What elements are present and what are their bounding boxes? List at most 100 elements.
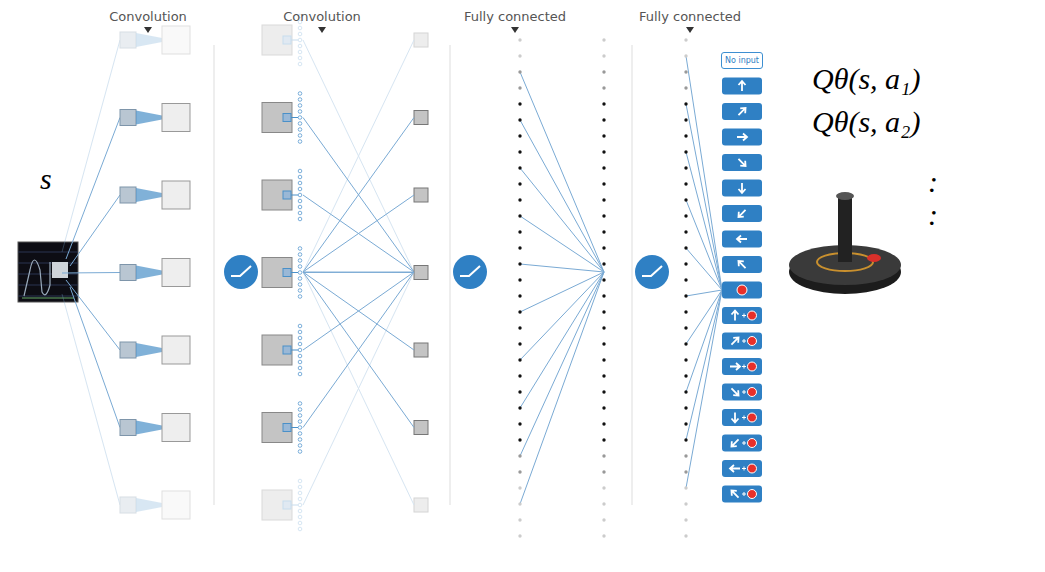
neuron-dot (684, 118, 687, 121)
button-label: No input (725, 56, 759, 65)
filter-stack (298, 247, 302, 251)
conv-row (66, 92, 428, 272)
filter-stack (298, 169, 302, 173)
layer-heading: Fully connected (464, 9, 566, 24)
neuron-dot (684, 454, 687, 457)
neuron-dot (518, 134, 521, 137)
filter-stack (298, 426, 302, 430)
projection-beam (136, 111, 162, 125)
arrow-icon (730, 465, 740, 472)
q-value: Qθ(s, a₂) (812, 105, 921, 139)
output-connection (686, 290, 722, 392)
relu-icon (224, 255, 258, 289)
filter-patch (283, 36, 291, 44)
feature-map (262, 258, 292, 288)
conv-row (62, 14, 428, 272)
filter-stack (298, 402, 302, 406)
arrow-icon (732, 311, 739, 321)
neuron-dot (684, 70, 687, 73)
action-button (722, 435, 762, 452)
arrow-icon (730, 363, 740, 370)
joystick-button (867, 254, 881, 262)
frame-grid (18, 263, 78, 264)
neuron-dot (518, 294, 521, 297)
neuron-dot (518, 518, 521, 521)
dense-connection (520, 272, 604, 504)
relu-curve (231, 266, 251, 276)
action-button: No input (721, 52, 763, 69)
neuron-dot (684, 86, 687, 89)
neuron-dot (684, 230, 687, 233)
neuron-dot (602, 230, 605, 233)
feature-map (162, 259, 190, 287)
plus-sign (742, 492, 746, 496)
neuron-dot (684, 134, 687, 137)
neuron-dot (684, 422, 687, 425)
projection-beam (291, 272, 298, 273)
feature-map (262, 25, 292, 55)
neuron-dot (518, 246, 521, 249)
filter-stack (298, 104, 302, 108)
input-connection (70, 195, 120, 266)
conv-connection (303, 272, 414, 350)
neuron-dot (602, 534, 605, 537)
relu-curve (460, 266, 480, 276)
neuron-dot (602, 166, 605, 169)
feature-map (414, 343, 428, 357)
filter-patch (283, 501, 291, 509)
filter-stack (298, 205, 302, 209)
input-connection (66, 118, 120, 260)
neuron-dot (602, 358, 605, 361)
relu-icon (635, 255, 669, 289)
filter-stack (298, 336, 302, 340)
dense-connection (520, 272, 604, 456)
output-connection (686, 290, 722, 440)
filter-stack (298, 372, 302, 376)
frame-ground (22, 298, 74, 299)
projection-beam (291, 117, 298, 118)
neuron-dot (518, 374, 521, 377)
output-connection (686, 56, 722, 290)
neuron-dot (602, 70, 605, 73)
conv-connection (303, 272, 414, 428)
arrow-icon (729, 335, 741, 347)
fire-dot (748, 362, 757, 371)
header-pointer (686, 27, 694, 33)
neuron-dot (518, 534, 521, 537)
plus-sign (742, 416, 746, 420)
action-button (722, 333, 762, 350)
frame-highlight (52, 262, 68, 278)
arrow-icon (732, 413, 739, 423)
neuron-dot (518, 198, 521, 201)
action-button (722, 154, 762, 171)
filter-stack (298, 44, 302, 48)
input-connection (70, 287, 120, 428)
action-button (722, 180, 762, 197)
frame-grid (18, 274, 78, 275)
filter-stack (298, 485, 302, 489)
action-button (722, 384, 762, 401)
conv-connection (303, 40, 414, 272)
neuron-dot (518, 422, 521, 425)
filter-stack (298, 217, 302, 221)
action-button (722, 78, 762, 95)
neuron-dot (518, 214, 521, 217)
dense-connection (520, 216, 604, 272)
conv-row (62, 272, 428, 531)
filter-stack (298, 110, 302, 114)
projection-beam (291, 505, 298, 506)
arrow-icon (737, 236, 747, 243)
filter-stack (298, 259, 302, 263)
filter-patch (283, 114, 291, 122)
filter-stack (298, 140, 302, 144)
conv-row (62, 247, 428, 299)
conv-connection (303, 118, 414, 273)
neuron-dot (684, 358, 687, 361)
filter-stack (298, 187, 302, 191)
filter-stack (298, 253, 302, 257)
filter-stack (298, 521, 302, 525)
feature-map (162, 414, 190, 442)
neuron-dot (684, 390, 687, 393)
arrow-icon (737, 134, 747, 141)
